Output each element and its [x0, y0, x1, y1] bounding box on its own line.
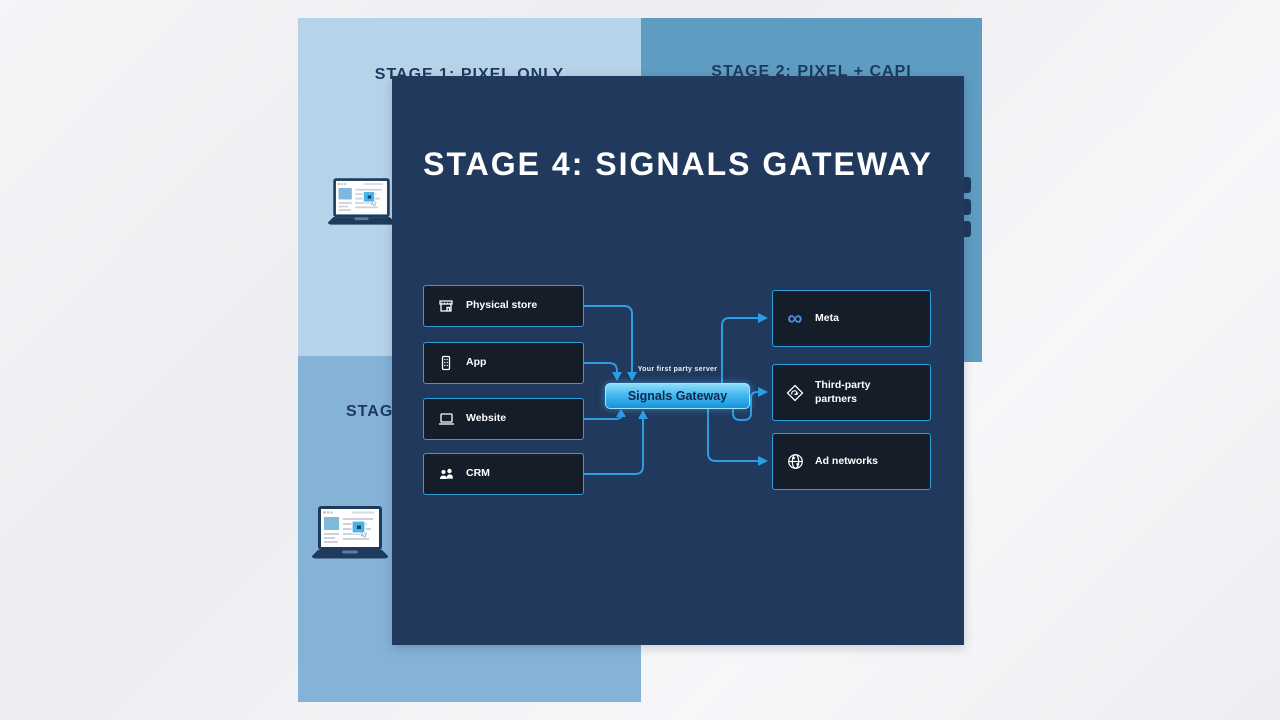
laptop-graphic: [328, 178, 395, 225]
laptop-graphic: [312, 506, 388, 559]
stage4-title: STAGE 4: SIGNALS GATEWAY: [423, 146, 933, 182]
source-node-crm: CRM: [423, 453, 584, 495]
people-icon: [437, 465, 455, 483]
arrowhead-down: [612, 372, 622, 381]
laptop-illustration: [328, 178, 395, 240]
stage3-title-partial: STAG: [346, 403, 394, 420]
hidden-illustration-edge: [962, 177, 971, 193]
source-node-label: CRM: [466, 467, 490, 480]
connector-website: [583, 415, 622, 420]
source-node-physical-store: Physical store: [423, 285, 584, 327]
arrowhead-right: [758, 456, 768, 466]
connector-partners: [732, 391, 759, 421]
laptop-icon: [437, 410, 455, 428]
connector-ad-networks: [707, 408, 759, 462]
partner-badge-icon: [786, 384, 804, 402]
destination-node-label: Meta: [815, 311, 839, 324]
arrowhead-down: [627, 372, 637, 381]
connector-lines: [583, 305, 768, 475]
destination-node-meta: ∞ Meta: [772, 290, 931, 347]
arrowhead-right: [758, 313, 768, 323]
source-node-label: Website: [466, 412, 507, 425]
globe-icon: [786, 453, 804, 471]
first-party-server-label: Your first party server: [637, 366, 718, 373]
connector-app: [583, 362, 618, 374]
hidden-illustration-edge: [962, 199, 971, 215]
meta-infinity-icon: ∞: [787, 306, 803, 330]
source-node-label: Physical store: [466, 299, 538, 312]
connector-crm: [583, 418, 644, 475]
source-node-label: App: [466, 356, 487, 369]
source-node-app: App: [423, 342, 584, 384]
hidden-illustration-edge: [962, 221, 971, 237]
arrowhead-up: [616, 409, 626, 417]
laptop-illustration: [312, 506, 388, 575]
storefront-icon: [437, 297, 455, 315]
arrowhead-up: [638, 410, 648, 419]
mobile-app-icon: [437, 354, 455, 372]
signals-gateway-button: Signals Gateway: [605, 383, 750, 409]
connector-physical-store: [583, 305, 633, 374]
destination-node-third-party-partners: Third-party partners: [772, 364, 931, 421]
destination-node-ad-networks: Ad networks: [772, 433, 931, 490]
arrowhead-right: [758, 387, 768, 397]
stage2-title: STAGE 2: PIXEL + CAPI: [711, 63, 912, 80]
destination-node-label: Third-party partners: [815, 379, 871, 405]
source-node-website: Website: [423, 398, 584, 440]
stage4-slide-card: STAGE 4: SIGNALS GATEWAY: [392, 76, 964, 645]
connector-meta: [721, 317, 759, 384]
destination-node-label: Ad networks: [815, 454, 879, 467]
